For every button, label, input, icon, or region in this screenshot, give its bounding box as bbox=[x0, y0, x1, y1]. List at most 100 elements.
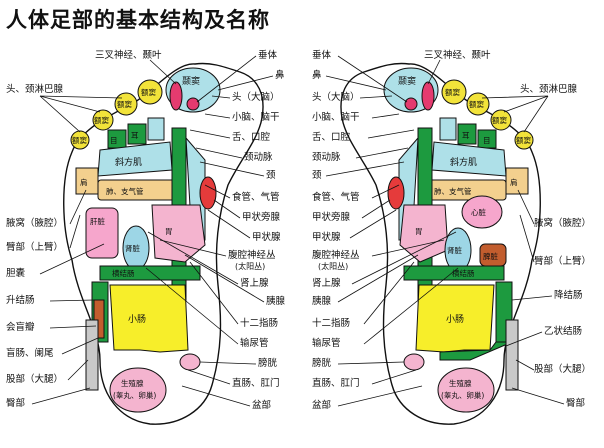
zone-e-r2: 额窦 bbox=[469, 99, 484, 109]
left-foot: 颞窦 额窦 额窦 额窦 额窦 目 耳 斜方肌 肩 肺、支气管 肝脏 肾脏 胃 横… bbox=[63, 62, 264, 425]
right-heel-band bbox=[505, 319, 519, 391]
l-hmb: 会盲瓣 bbox=[6, 321, 35, 333]
left-ear-band-2 bbox=[147, 117, 165, 141]
l-shiguan: 食管、气管 bbox=[232, 191, 280, 203]
left-cecum bbox=[93, 299, 105, 339]
right-genital bbox=[437, 367, 495, 413]
l-fqsjc: 腹腔神经丛 bbox=[228, 249, 276, 261]
right-transverse-colon bbox=[403, 265, 505, 281]
zone-liver-l: 肝脏 bbox=[90, 216, 105, 226]
l-ssx: 肾上腺 bbox=[240, 277, 269, 289]
zone-er-r: 耳 bbox=[462, 131, 470, 140]
zone-gw-l: (睾丸、卵巢) bbox=[113, 390, 156, 400]
l-jzx: 甲状腺 bbox=[252, 231, 281, 243]
l-zc: 直肠、肛门 bbox=[232, 377, 280, 389]
r-jingdm: 颈动脉 bbox=[312, 151, 341, 163]
r-tunbu: 臀部 bbox=[566, 397, 585, 409]
zone-szx-r: 生殖腺 bbox=[449, 378, 472, 388]
r-ssx: 肾上腺 bbox=[312, 277, 341, 289]
r-jing: 颈 bbox=[312, 170, 322, 181]
zone-jian-r: 肩 bbox=[510, 177, 518, 187]
left-nie-sinus bbox=[169, 81, 183, 111]
zone-hjc-l: 横结肠 bbox=[112, 268, 135, 278]
r-tyc: (太阳丛) bbox=[318, 261, 348, 271]
l-bi: 鼻 bbox=[275, 69, 285, 81]
zone-kidney-r: 肾脏 bbox=[447, 245, 462, 255]
right-nie-sinus bbox=[421, 81, 435, 111]
zone-e-r1: 额窦 bbox=[445, 87, 460, 97]
r-yewo: 腋窝（腋腔） bbox=[534, 217, 591, 229]
right-heart bbox=[461, 195, 503, 229]
r-bi: 鼻 bbox=[312, 69, 322, 81]
zone-lung-r: 肺、支气管 bbox=[434, 186, 472, 196]
right-stomach bbox=[399, 204, 449, 263]
l-penbu: 盆部 bbox=[252, 399, 271, 411]
zone-e-r3: 额窦 bbox=[492, 115, 507, 125]
l-tunbu: 臀部 bbox=[6, 397, 25, 409]
r-yzjc: 乙状结肠 bbox=[544, 325, 582, 337]
zone-er-l: 耳 bbox=[131, 131, 139, 140]
l-yewo: 腋窝（腋腔） bbox=[6, 217, 63, 229]
page-title: 人体足部的基本结构及名称 bbox=[6, 8, 270, 32]
zone-gw-r: (睾丸、卵巢) bbox=[441, 390, 484, 400]
zone-wei-l: 胃 bbox=[165, 227, 173, 236]
zone-e-l4: 额窦 bbox=[72, 135, 87, 145]
zone-xc-r: 小肠 bbox=[446, 314, 464, 325]
left-labels: 三叉神经、颞叶 垂体 鼻 头、颈淋巴腺 头（大脑） 小脑、脑干 舌、口腔 颈动脉… bbox=[6, 49, 286, 411]
left-liver bbox=[85, 207, 119, 259]
r-pg: 膀胱 bbox=[312, 357, 332, 369]
r-zc: 直肠、肛门 bbox=[312, 377, 360, 389]
right-toe-2 bbox=[441, 79, 467, 105]
left-genital bbox=[109, 367, 167, 413]
l-tyc: (太阳丛) bbox=[235, 261, 265, 271]
left-small-intestine bbox=[109, 284, 189, 353]
l-jing: 颈 bbox=[266, 170, 276, 181]
l-yixian: 胰腺 bbox=[266, 295, 286, 307]
l-sezc: 十二指肠 bbox=[240, 317, 278, 329]
left-toe-5 bbox=[70, 130, 90, 150]
r-yixian: 胰腺 bbox=[312, 295, 332, 307]
right-thyroid bbox=[387, 176, 405, 210]
r-sng: 输尿管 bbox=[312, 337, 341, 349]
right-ear-band-2 bbox=[439, 117, 457, 141]
r-shiguan: 食管、气管 bbox=[312, 191, 360, 203]
zone-lung-l: 肺、支气管 bbox=[106, 186, 144, 196]
zone-heart-r: 心脏 bbox=[471, 207, 486, 217]
r-jzpx: 甲状旁腺 bbox=[312, 211, 351, 223]
l-shekou: 舌、口腔 bbox=[232, 131, 271, 143]
left-toe-2 bbox=[137, 79, 163, 105]
l-mc: 盲肠、阑尾 bbox=[6, 347, 54, 359]
zone-xc-l: 小肠 bbox=[128, 314, 146, 325]
l-sjc: 升结肠 bbox=[6, 294, 35, 306]
r-gubu: 股部（大腿） bbox=[534, 363, 591, 375]
zone-e-l2: 额窦 bbox=[117, 99, 132, 109]
l-tjlb: 头、颈淋巴腺 bbox=[6, 83, 64, 95]
right-ear-band bbox=[457, 123, 477, 145]
zone-e-l3: 额窦 bbox=[94, 115, 109, 125]
zone-e-r4: 额窦 bbox=[516, 135, 531, 145]
l-jingdm: 颈动脉 bbox=[244, 151, 273, 163]
zone-spleen-r: 脾脏 bbox=[483, 251, 498, 261]
l-jzpx: 甲状旁腺 bbox=[242, 211, 281, 223]
zone-hjc-r: 横结肠 bbox=[452, 268, 475, 278]
l-toudanao: 头（大脑） bbox=[232, 91, 280, 103]
left-thyroid bbox=[199, 176, 217, 210]
zone-szx-l: 生殖腺 bbox=[121, 378, 144, 388]
zone-wei-r: 胃 bbox=[415, 227, 423, 236]
right-labels: 垂体 三叉神经、颞叶 鼻 头、颈淋巴腺 头（大脑） 小脑、脑干 舌、口腔 颈动脉… bbox=[312, 49, 591, 411]
r-jjc: 降结肠 bbox=[554, 289, 583, 301]
left-toe-3 bbox=[114, 92, 138, 116]
l-bibu: 臂部（上臂） bbox=[6, 241, 63, 253]
zone-jian-l: 肩 bbox=[80, 177, 88, 187]
right-foot: 颞窦 额窦 额窦 额窦 额窦 目 耳 斜方肌 肩 肺、支气管 心脏 肾脏 胃 脾… bbox=[340, 62, 541, 425]
l-dannang: 胆囊 bbox=[6, 267, 26, 279]
right-toe-3 bbox=[466, 92, 490, 116]
zone-e-l1: 额窦 bbox=[141, 87, 156, 97]
r-tjlb: 头、颈淋巴腺 bbox=[520, 83, 578, 95]
r-fqsjc: 腹腔神经丛 bbox=[312, 249, 360, 261]
l-xiaonao: 小脑、脑干 bbox=[232, 111, 280, 123]
left-transverse-colon bbox=[99, 265, 201, 281]
left-bladder bbox=[179, 353, 201, 371]
left-toe-4 bbox=[92, 109, 114, 131]
